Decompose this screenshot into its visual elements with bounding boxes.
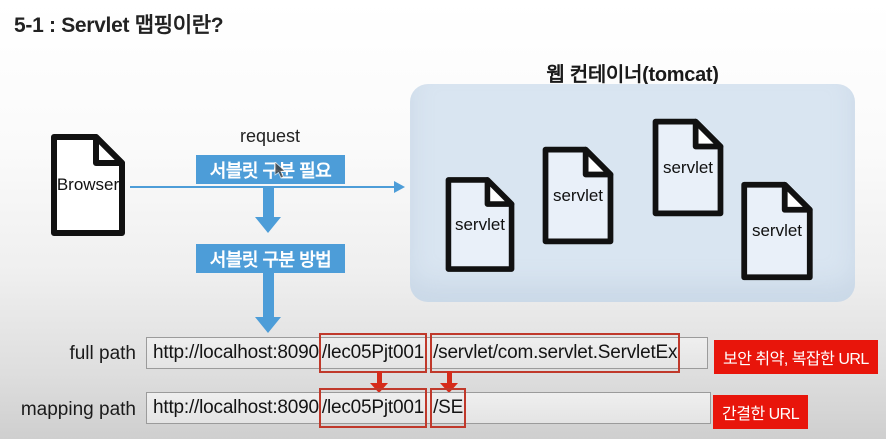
- servlet-document-icon: servlet: [441, 171, 519, 278]
- step-label-servlet-distinction-needed: 서블릿 구분 필요: [196, 155, 345, 184]
- request-arrow-line: [130, 186, 396, 188]
- red-arrow-1-stem: [377, 371, 382, 384]
- request-label: request: [239, 126, 301, 146]
- servlet-document-icon: servlet: [647, 114, 729, 221]
- request-arrow-head: [394, 181, 405, 193]
- browser-document-icon: Browser: [46, 129, 130, 241]
- mapping-path-context-segment: /lec05Pjt001: [318, 388, 428, 428]
- servlet-label: servlet: [662, 157, 714, 177]
- mapping-path-url-box: http://localhost:8090/lec05Pjt001/SE: [146, 388, 711, 428]
- full-path-url-box: http://localhost:8090/lec05Pjt001/servle…: [146, 333, 708, 373]
- document-icon: [652, 118, 724, 217]
- document-icon: [542, 146, 614, 245]
- document-icon: [51, 134, 125, 236]
- full-path-note-badge: 보안 취약, 복잡한 URL: [714, 340, 878, 374]
- full-path-prefix: http://localhost:8090: [153, 342, 319, 363]
- full-path-context-segment: /lec05Pjt001: [318, 333, 428, 373]
- page-title: 5-1 : Servlet 맵핑이란?: [14, 14, 224, 37]
- down-arrow-1-stem: [263, 188, 274, 218]
- servlet-label: servlet: [552, 185, 604, 205]
- servlet-document-icon: servlet: [537, 142, 619, 249]
- servlet-label: servlet: [454, 214, 506, 234]
- servlet-label: servlet: [751, 221, 803, 240]
- servlet-document-icon: servlet: [736, 177, 818, 285]
- mouse-cursor-icon: [274, 162, 286, 179]
- document-icon: [741, 181, 813, 281]
- down-arrow-2-head: [255, 317, 281, 333]
- browser-label: Browser: [56, 175, 120, 194]
- mapping-path-label: mapping path: [20, 399, 136, 420]
- down-arrow-2-stem: [263, 273, 274, 317]
- document-icon: [445, 177, 515, 272]
- step-label-servlet-distinction-method: 서블릿 구분 방법: [196, 244, 345, 273]
- red-arrow-2-stem: [447, 371, 452, 384]
- mapping-path-note-badge: 간결한 URL: [713, 395, 809, 429]
- mapping-path-mapping-segment: /SE: [430, 388, 467, 428]
- full-path-servlet-segment: /servlet/com.servlet.ServletEx: [430, 333, 681, 373]
- mapping-path-prefix: http://localhost:8090: [153, 397, 319, 418]
- web-container-title: 웹 컨테이너(tomcat): [546, 64, 719, 86]
- down-arrow-1-head: [255, 217, 281, 233]
- full-path-label: full path: [69, 343, 136, 364]
